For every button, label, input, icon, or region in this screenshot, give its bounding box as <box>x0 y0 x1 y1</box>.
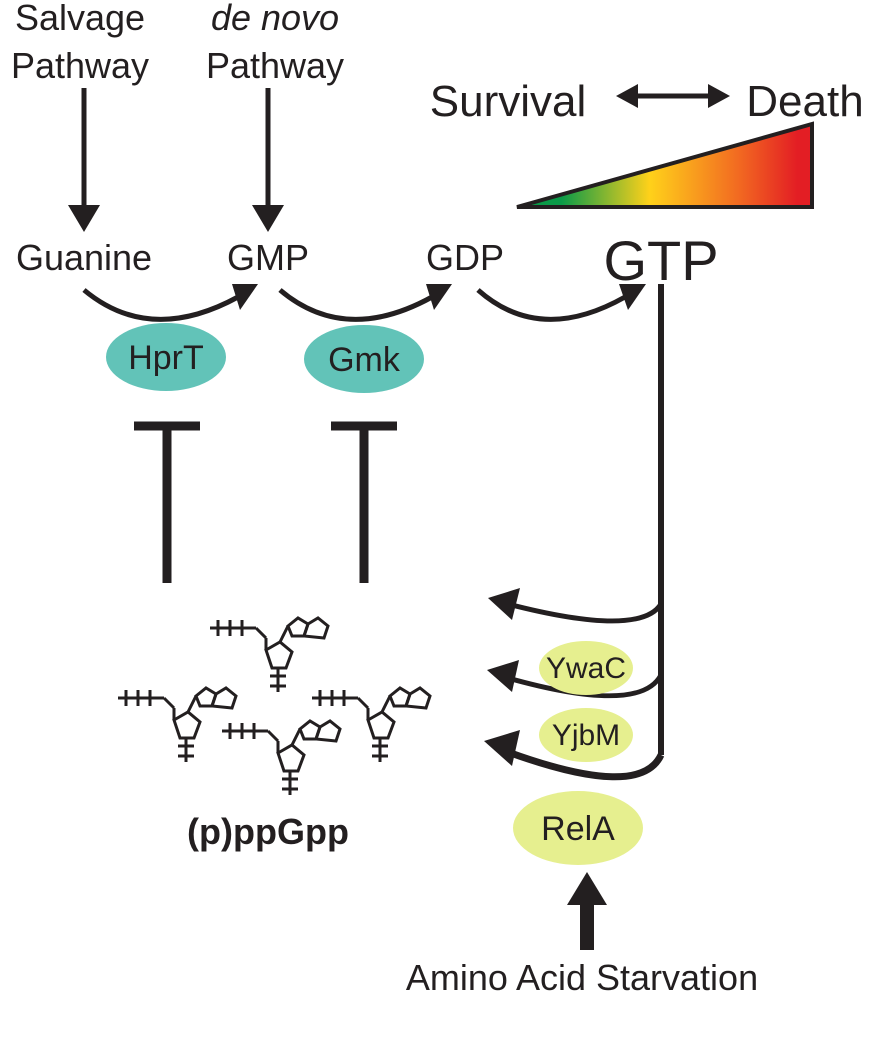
gmk-inhibition-bar <box>331 421 397 583</box>
double-headed-arrow <box>616 84 730 108</box>
salvage-pathway-label-line1: Salvage <box>15 0 145 38</box>
yjbm-label: YjbM <box>552 719 620 752</box>
hprt-label: HprT <box>128 339 204 377</box>
ppgpp-molecule-3 <box>312 686 432 762</box>
ppgpp-molecule-2 <box>118 686 238 762</box>
gmp-to-gdp-arrow <box>278 284 452 322</box>
rela-enzyme: RelA <box>513 791 643 865</box>
survival-label: Survival <box>430 77 587 126</box>
denovo-down-arrow <box>252 88 284 232</box>
gtp-label: GTP <box>603 229 718 292</box>
gmk-label: Gmk <box>328 341 401 379</box>
ppgpp-label: (p)ppGpp <box>187 811 349 852</box>
guanine-to-gmp-arrow <box>82 284 258 322</box>
ppgpp-synthesis-arrow-top <box>488 588 664 624</box>
hprt-enzyme: HprT <box>106 323 226 391</box>
rela-label: RelA <box>541 810 615 848</box>
ppgpp-molecule-4 <box>222 719 342 795</box>
gmp-label: GMP <box>227 237 309 278</box>
salvage-down-arrow <box>68 88 100 232</box>
amino-acid-starvation-label: Amino Acid Starvation <box>406 957 758 998</box>
denovo-pathway-label-line1: de novo <box>211 0 339 38</box>
starvation-up-arrow <box>567 872 607 950</box>
gdp-to-gtp-arrow <box>476 284 646 322</box>
ppgpp-molecule-1 <box>210 616 330 692</box>
hprt-inhibition-bar <box>134 421 200 583</box>
ppgpp-synthesis-arrow-ywac <box>487 660 664 699</box>
guanine-label: Guanine <box>16 237 152 278</box>
salvage-pathway-label-line2: Pathway <box>11 45 149 86</box>
gmk-enzyme: Gmk <box>304 325 424 393</box>
denovo-pathway-label-line2: Pathway <box>206 45 344 86</box>
ppgpp-synthesis-arrow-rela <box>484 730 665 781</box>
survival-death-gradient-wedge <box>516 121 814 209</box>
yjbm-enzyme: YjbM <box>539 708 633 762</box>
ywac-label: YwaC <box>546 652 626 685</box>
gdp-label: GDP <box>426 237 504 278</box>
death-label: Death <box>746 77 863 126</box>
ywac-enzyme: YwaC <box>539 641 633 695</box>
